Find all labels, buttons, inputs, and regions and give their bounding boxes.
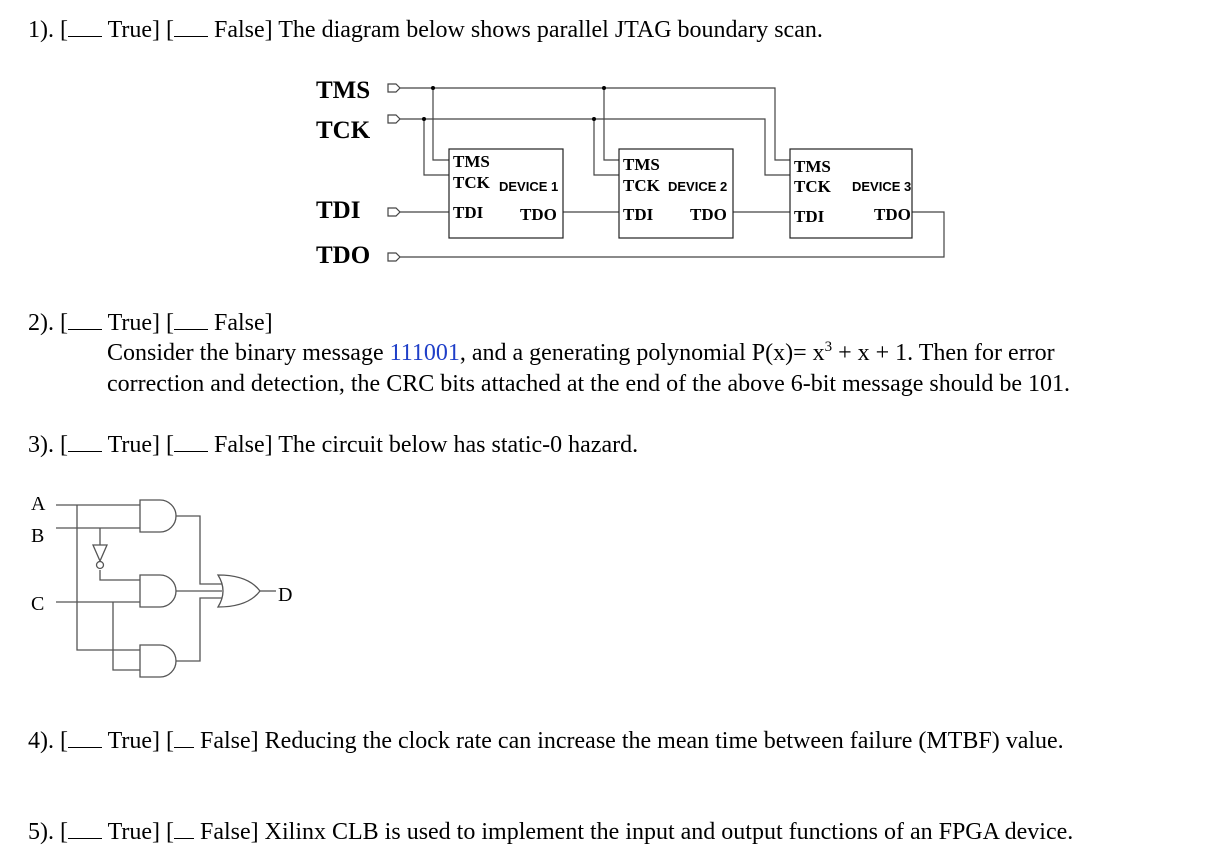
question-4-true-label: True] [ (107, 728, 175, 754)
device-1-name: DEVICE 1 (499, 179, 558, 194)
tms-bus (400, 87, 790, 161)
device-3-tdo: TDO (874, 205, 911, 224)
device-1-tck: TCK (453, 173, 491, 192)
and-gate-3 (139, 644, 177, 678)
and-gate-2 (139, 574, 177, 608)
input-a-label: A (31, 493, 46, 515)
device-3-box (789, 148, 913, 239)
question-4: 4). [ True] [ False] Reducing the clock … (28, 727, 1064, 755)
device-1-tms: TMS (453, 152, 490, 171)
question-1-false-blank[interactable] (174, 16, 209, 37)
device-1-tdi: TDI (453, 203, 484, 222)
question-3-false-label: False] (214, 432, 273, 458)
question-5: 5). [ True] [ False] Xilinx CLB is used … (28, 818, 1073, 846)
question-2-false-blank[interactable] (174, 309, 209, 330)
question-4-false-label: False] (200, 728, 259, 754)
output-d-label: D (278, 584, 292, 606)
tdi-pin (387, 207, 401, 217)
question-4-false-blank[interactable] (174, 727, 195, 748)
device-2-tck: TCK (623, 176, 661, 195)
question-2-false-label: False] (214, 310, 273, 336)
question-2-number: 2). [ (28, 310, 68, 336)
question-5-false-blank[interactable] (174, 818, 195, 839)
device-3-name: DEVICE 3 (852, 179, 911, 194)
device-3-tck: TCK (794, 177, 832, 196)
device-2-box (618, 148, 734, 239)
tck-pin (387, 114, 401, 124)
tms-label: TMS (316, 77, 370, 104)
question-3-false-blank[interactable] (174, 431, 209, 452)
question-2-true-label: True] [ (107, 310, 175, 336)
question-5-true-blank[interactable] (67, 818, 102, 839)
tms-pin (387, 83, 401, 93)
device-2-tdo: TDO (690, 205, 727, 224)
question-3-text: The circuit below has static-0 hazard. (278, 432, 639, 458)
question-2-text-end: + x + 1. Then for error (832, 340, 1055, 366)
tdo-pin (387, 252, 401, 262)
question-5-true-label: True] [ (107, 819, 175, 845)
tdo-label: TDO (316, 242, 370, 269)
question-3-true-blank[interactable] (67, 431, 102, 452)
question-2-line-1: Consider the binary message 111001, and … (107, 339, 1055, 367)
question-3: 3). [ True] [ False] The circuit below h… (28, 431, 638, 459)
question-3-number: 3). [ (28, 432, 68, 458)
input-c-label: C (31, 593, 44, 615)
device-3-tdi: TDI (794, 207, 825, 226)
question-2-line-2: correction and detection, the CRC bits a… (107, 370, 1070, 398)
question-2-text-line-2: correction and detection, the CRC bits a… (107, 371, 1071, 397)
device-2-tms: TMS (623, 155, 660, 174)
input-b-label: B (31, 525, 44, 547)
question-1-number: 1). [ (28, 17, 68, 43)
question-1: 1). [ True] [ False] The diagram below s… (28, 16, 823, 44)
question-2-text-poly: , and a generating polynomial P(x)= x (459, 340, 825, 366)
tdi-label: TDI (316, 197, 360, 224)
device-2-tdi: TDI (623, 205, 654, 224)
question-5-number: 5). [ (28, 819, 68, 845)
question-2: 2). [ True] [ False] (28, 309, 273, 337)
question-1-false-label: False] (214, 17, 273, 43)
device-1-box (448, 148, 564, 239)
question-4-number: 4). [ (28, 728, 68, 754)
question-2-exponent: 3 (824, 339, 833, 355)
question-4-true-blank[interactable] (67, 727, 102, 748)
question-2-message: 111001 (389, 340, 460, 366)
tck-bus (400, 118, 790, 176)
question-5-false-label: False] (200, 819, 259, 845)
question-2-text-start: Consider the binary message (107, 340, 390, 366)
question-1-true-label: True] [ (107, 17, 175, 43)
and-gate-1 (139, 499, 177, 533)
tdo-return (400, 211, 945, 258)
not-gate (92, 544, 108, 563)
question-2-true-blank[interactable] (67, 309, 102, 330)
question-1-true-blank[interactable] (67, 16, 102, 37)
tck-label: TCK (316, 117, 371, 144)
device-1-tdo: TDO (520, 205, 557, 224)
question-5-text: Xilinx CLB is used to implement the inpu… (264, 819, 1074, 845)
question-1-text: The diagram below shows parallel JTAG bo… (278, 17, 823, 43)
question-4-text: Reducing the clock rate can increase the… (264, 728, 1064, 754)
question-3-true-label: True] [ (107, 432, 175, 458)
device-3-tms: TMS (794, 157, 831, 176)
device-2-name: DEVICE 2 (668, 179, 727, 194)
or-gate (216, 574, 261, 608)
